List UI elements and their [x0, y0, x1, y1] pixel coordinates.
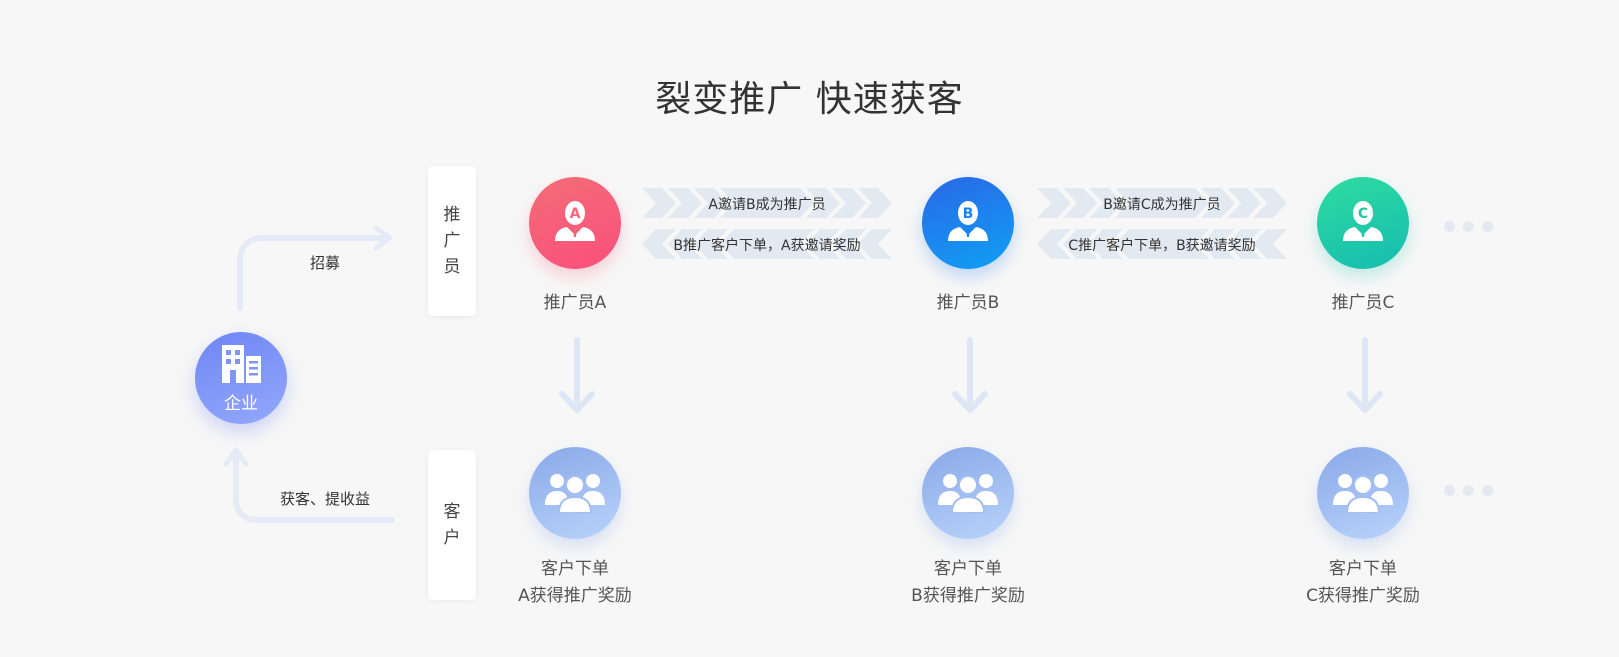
- promoter-a-node: A: [529, 177, 621, 269]
- businessman-icon: A: [551, 197, 599, 249]
- promoter-c-node: C: [1317, 177, 1409, 269]
- promoter-b-label: 推广员B: [936, 293, 1000, 313]
- promoter-a-label: 推广员A: [543, 293, 607, 313]
- customer-a-node: [529, 447, 621, 539]
- page-title: 裂变推广 快速获客: [655, 79, 964, 120]
- promoter-letter: A: [570, 206, 581, 222]
- customer-b-node: [922, 447, 1014, 539]
- reward-text-1: B推广客户下单，A获邀请奖励: [673, 238, 861, 254]
- reward-text: B获得推广奖励: [911, 586, 1025, 606]
- promoter-letter: C: [1358, 206, 1368, 222]
- ellipsis-icon: [1444, 485, 1493, 496]
- promoter-letter: B: [963, 206, 974, 222]
- promoter-card-char: 推: [443, 205, 461, 225]
- reward-text: A获得推广奖励: [518, 586, 632, 606]
- promoter-card-char: 广: [443, 231, 461, 251]
- customer-b-caption: 客户下单 B获得推广奖励: [893, 556, 1043, 610]
- promoter-c-label: 推广员C: [1331, 293, 1395, 313]
- recruit-flow-arrow: [237, 235, 391, 311]
- reward-text-2: C推广客户下单，B获邀请奖励: [1068, 238, 1256, 254]
- customer-card-char: 户: [443, 528, 461, 548]
- revenue-flow-arrow: [233, 449, 395, 523]
- down-arrow-a: [559, 337, 595, 413]
- chevron-band-forward-1: [642, 188, 892, 218]
- chevron-band-backward-1: [642, 229, 892, 259]
- reward-text: C获得推广奖励: [1306, 586, 1420, 606]
- revenue-label: 获客、提收益: [280, 490, 371, 508]
- customer-a-caption: 客户下单 A获得推广奖励: [500, 556, 650, 610]
- building-icon: [218, 343, 264, 387]
- chevron-band-forward-2: [1037, 188, 1287, 218]
- customer-order-text: 客户下单: [934, 559, 1002, 579]
- invite-text-2: B邀请C成为推广员: [1103, 197, 1221, 213]
- customer-c-caption: 客户下单 C获得推广奖励: [1288, 556, 1438, 610]
- invite-text-1: A邀请B成为推广员: [708, 197, 826, 213]
- group-icon: [543, 469, 607, 517]
- promoter-side-card: 推 广 员: [428, 166, 476, 316]
- down-arrow-b: [952, 337, 988, 413]
- customer-c-node: [1317, 447, 1409, 539]
- customer-order-text: 客户下单: [1329, 559, 1397, 579]
- customer-card-char: 客: [443, 502, 461, 522]
- promoter-b-node: B: [922, 177, 1014, 269]
- group-icon: [1331, 469, 1395, 517]
- ellipsis-icon: [1444, 221, 1493, 232]
- customer-order-text: 客户下单: [541, 559, 609, 579]
- enterprise-label: 企业: [224, 393, 258, 414]
- recruit-label: 招募: [310, 254, 341, 272]
- group-icon: [936, 469, 1000, 517]
- promoter-card-char: 员: [443, 257, 461, 277]
- chevron-band-backward-2: [1037, 229, 1287, 259]
- down-arrow-c: [1347, 337, 1383, 413]
- enterprise-node: 企业: [195, 332, 287, 424]
- customer-side-card: 客 户: [428, 450, 476, 600]
- businessman-icon: B: [944, 197, 992, 249]
- businessman-icon: C: [1339, 197, 1387, 249]
